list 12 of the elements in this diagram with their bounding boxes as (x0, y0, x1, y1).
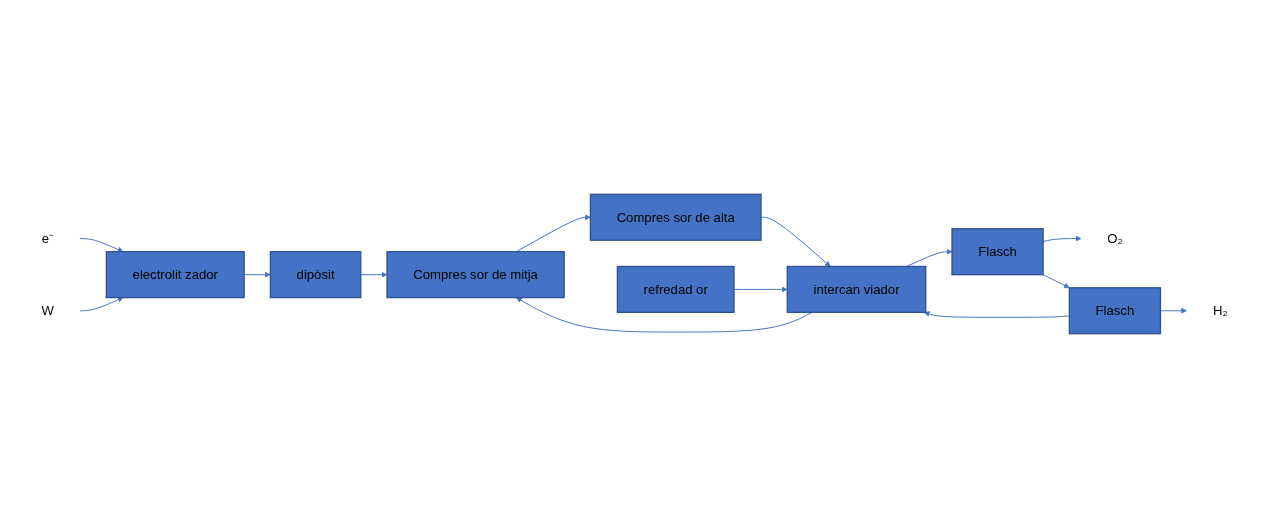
node-text: H₂ (1212, 303, 1228, 318)
node-text: W (41, 303, 54, 318)
node-box: Compres sor de alta (589, 193, 762, 241)
node-box: Flasch (1068, 287, 1162, 335)
node-box: Flasch (951, 228, 1044, 276)
node-box: intercan viador (786, 265, 927, 314)
node-box: dipòsit (269, 251, 362, 299)
node-box: Compres sor de mitja (386, 251, 565, 299)
node-box: electrolit zador (105, 251, 245, 299)
node-text: e⁻ (41, 231, 54, 246)
node-box: refredad or (616, 265, 735, 314)
node-text: O₂ (1107, 231, 1123, 246)
